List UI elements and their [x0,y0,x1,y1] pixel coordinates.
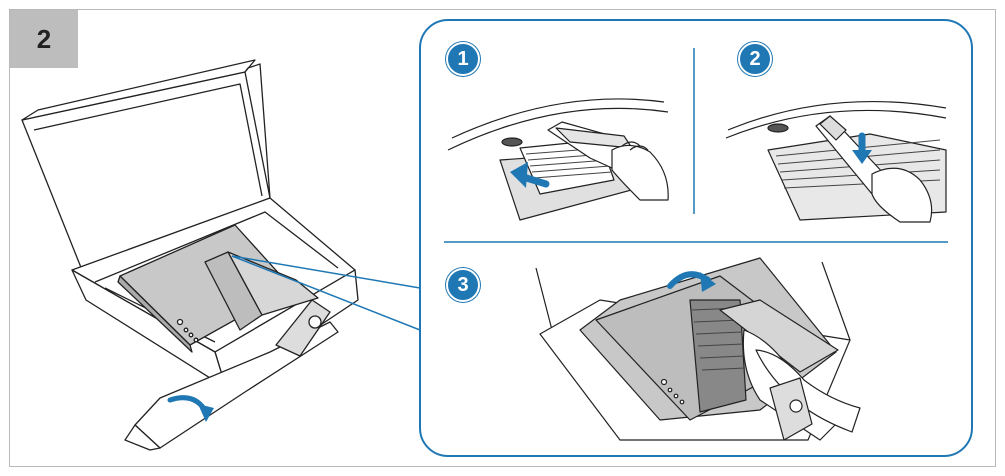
callout-line-bottom [231,255,421,331]
substep-3-illustration [535,257,861,441]
push-arrow-head [510,162,528,188]
substep-1-illustration [447,98,669,221]
monitor-in-box-illustration [21,59,359,451]
step-number: 2 [36,23,52,54]
substep-badge-1: 1 [446,42,480,76]
substep-badge-3-label: 3 [457,273,469,296]
substep-badge-3: 3 [446,268,480,302]
rotate-arrow-head [198,404,214,422]
rotate-arrow-head-3 [700,272,716,292]
step-number-tab: 2 [10,10,78,68]
substep-badge-2-label: 2 [749,47,761,70]
callout-line-top [231,255,421,289]
substep-badge-2: 2 [738,42,772,76]
substep-2-illustration [725,100,947,223]
substep-badge-1-label: 1 [457,47,469,70]
down-arrow-head [852,150,872,164]
